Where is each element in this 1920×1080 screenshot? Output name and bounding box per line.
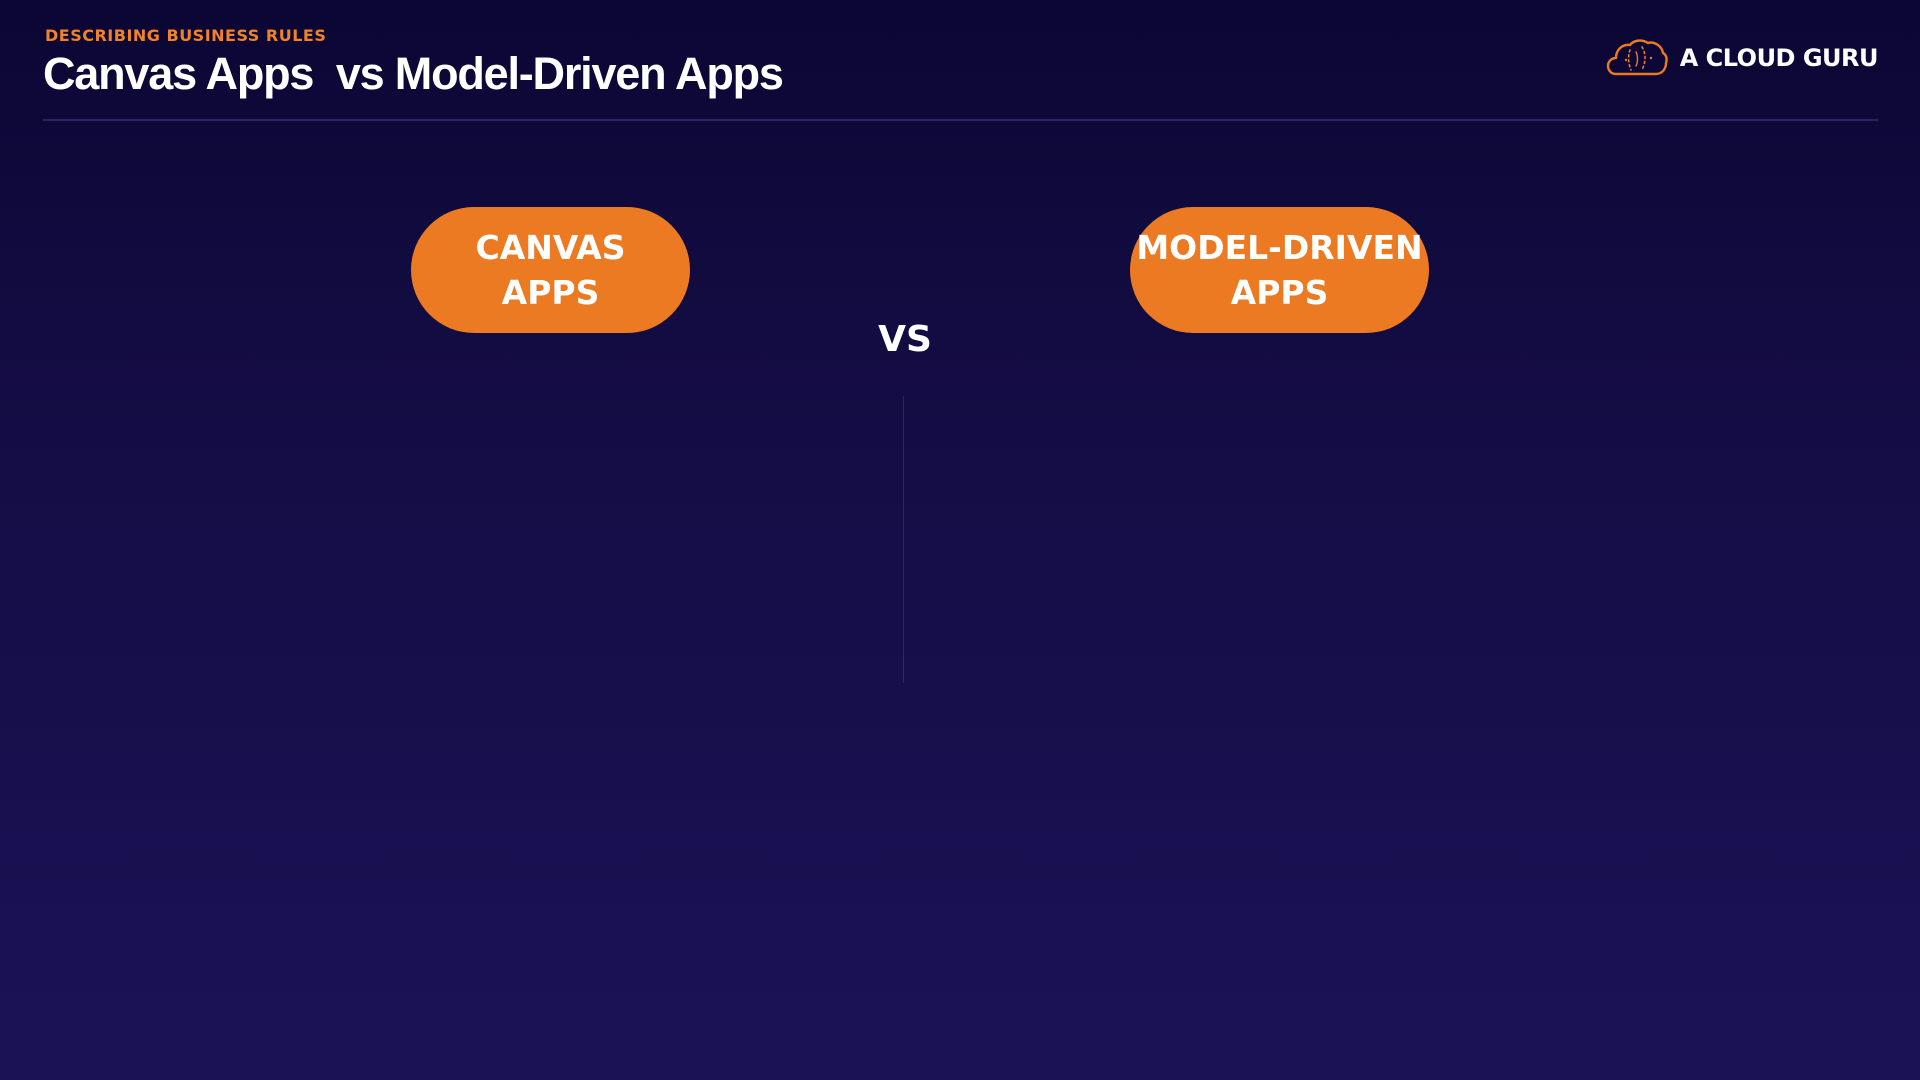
model-driven-apps-pill: MODEL-DRIVEN APPS (1130, 207, 1429, 333)
cloud-logo-icon (1606, 39, 1668, 76)
canvas-apps-label-line1: CANVAS (475, 228, 626, 267)
slide-title: Canvas Apps vs Model-Driven Apps (43, 48, 784, 99)
canvas-apps-pill: CANVAS APPS (411, 207, 690, 333)
header-divider (43, 119, 1878, 121)
center-divider-line (903, 396, 904, 683)
brand-logo: A CLOUD GURU (1606, 36, 1879, 80)
brand-name: A CLOUD GURU (1679, 44, 1879, 72)
canvas-apps-label-line2: APPS (501, 273, 600, 312)
vs-label: VS (878, 319, 932, 360)
section-label: DESCRIBING BUSINESS RULES (45, 26, 327, 45)
model-driven-apps-label-line2: APPS (1230, 273, 1329, 312)
model-driven-apps-label-line1: MODEL-DRIVEN (1136, 228, 1423, 267)
